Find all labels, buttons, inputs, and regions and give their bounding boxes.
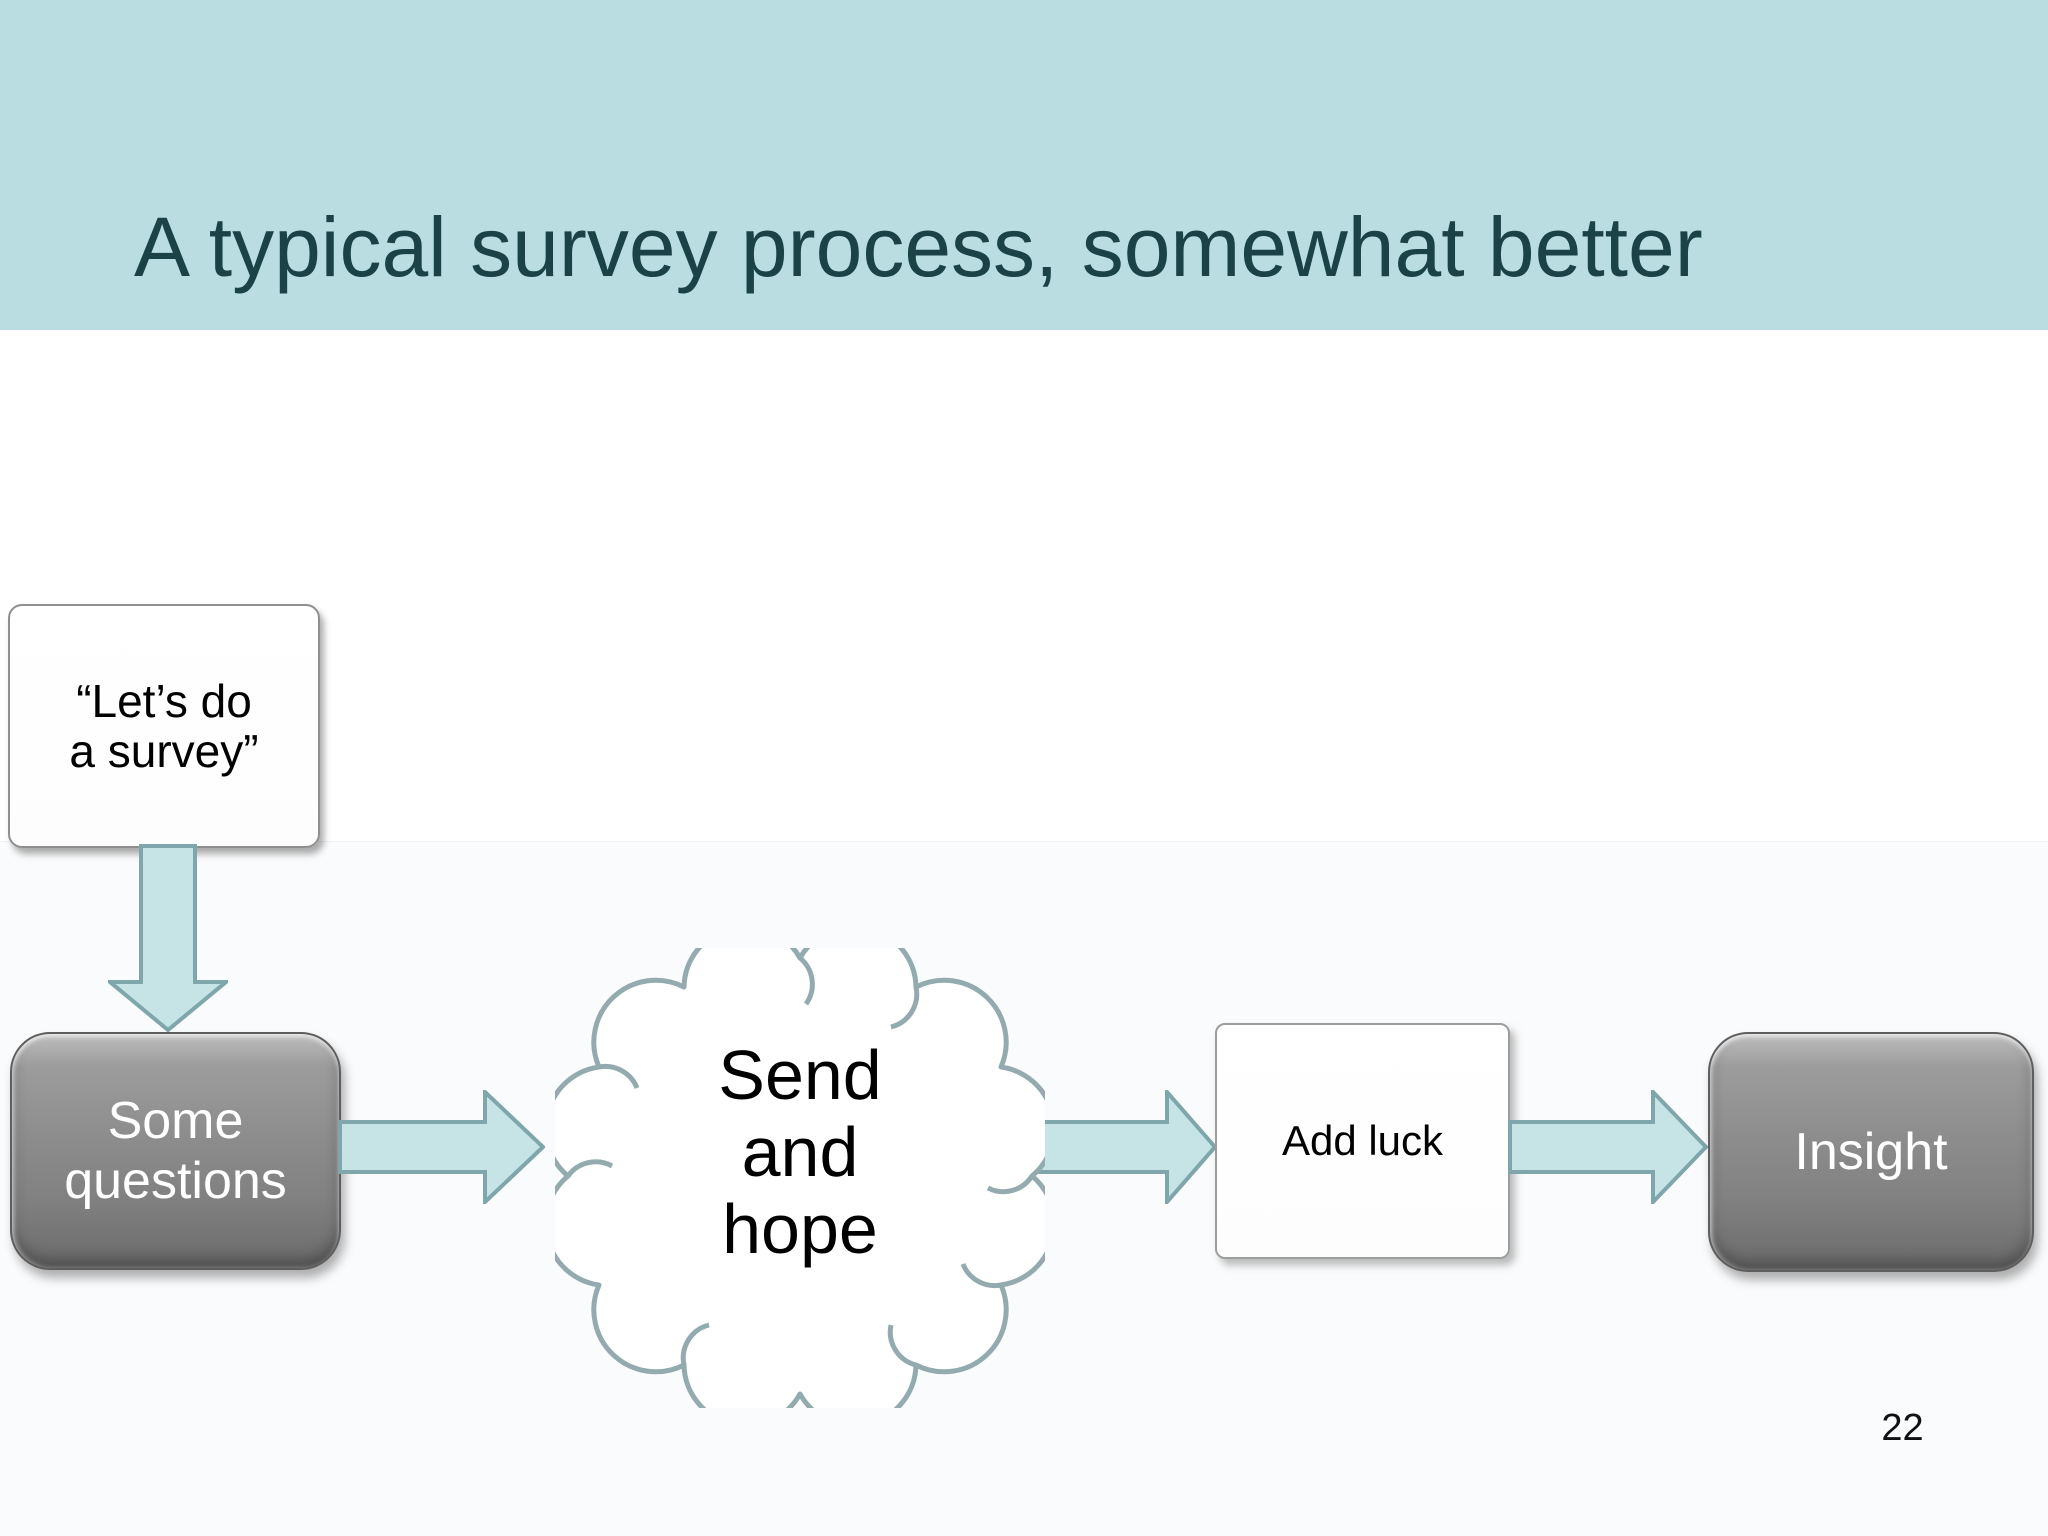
arrow-right-icon — [1508, 1090, 1708, 1204]
node-some-questions: Some questions — [10, 1032, 341, 1270]
node-lets-do-a-survey: “Let’s do a survey” — [8, 604, 320, 848]
header-band — [0, 0, 2048, 330]
arrow-down-icon — [108, 844, 228, 1032]
node-send-and-hope: Send and hope — [718, 1036, 882, 1268]
page-number: 22 — [1881, 1407, 1924, 1449]
cloud-inner-arcs — [565, 956, 1035, 1368]
node-add-luck: Add luck — [1215, 1023, 1510, 1259]
node-label: “Let’s do a survey” — [69, 675, 259, 777]
slide-title: A typical survey process, somewhat bette… — [134, 200, 1703, 294]
arrow-right-icon — [338, 1090, 545, 1204]
arrow-right-icon — [1020, 1090, 1217, 1204]
node-insight: Insight — [1708, 1032, 2034, 1272]
cloud-shape — [555, 948, 1045, 1408]
